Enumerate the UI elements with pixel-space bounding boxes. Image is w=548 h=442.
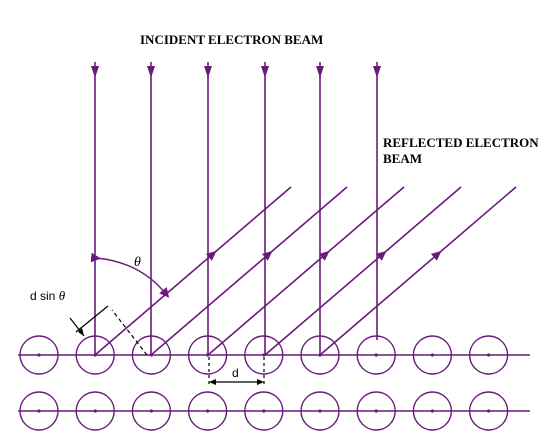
lattice-atom-center: [318, 409, 322, 413]
lattice-atom: [300, 391, 340, 431]
reflected-beam: [94, 186, 292, 356]
lattice-atom: [356, 335, 396, 375]
path-difference-perpendicular: [75, 305, 109, 333]
lattice-atom-center: [149, 353, 153, 357]
path-difference-dashed-line: [111, 309, 148, 356]
lattice-atom: [244, 335, 284, 375]
reflected-beam: [150, 186, 348, 356]
lattice-atom-center: [93, 409, 97, 413]
lattice-atom: [187, 335, 228, 375]
lattice-atom: [356, 391, 396, 431]
reflected-beam-arrowhead: [375, 250, 387, 261]
theta-label: θ: [134, 255, 141, 270]
lattice-atom: [19, 335, 59, 375]
lattice-atom: [468, 335, 509, 375]
dsin-pointer-arrowhead: [78, 328, 84, 336]
reflected-beam-arrowhead: [261, 250, 273, 261]
reflected-beam-arrowhead: [205, 250, 217, 261]
lattice-atom: [412, 391, 453, 431]
incident-beams: [91, 62, 381, 355]
lattice-atom-center: [374, 409, 378, 413]
lattice-atom: [19, 391, 59, 431]
incident-beam-arrowhead: [91, 66, 99, 78]
lattice-atom: [412, 335, 453, 375]
lattice-atom-center: [149, 409, 153, 413]
lattice-atom-center: [37, 353, 41, 357]
lattice-atom: [131, 391, 172, 431]
incident-beam-arrowhead: [261, 66, 269, 78]
lattice-atom: [244, 391, 284, 431]
reflected-beam: [207, 186, 405, 356]
lattice-atom-center: [487, 353, 491, 357]
spacing-label: d: [232, 366, 239, 380]
lattice-atom-center: [93, 353, 97, 357]
reflected-beam-arrowhead: [430, 250, 442, 261]
lattice-atom: [300, 335, 340, 375]
reflected-beam: [264, 186, 462, 356]
theta-angle-arc: [90, 252, 170, 298]
reflected-beam-label-line1: REFLECTED ELECTRON: [383, 135, 539, 150]
incident-beam-arrowhead: [204, 66, 212, 78]
incident-beam-arrowhead: [316, 66, 324, 78]
lattice-atom-center: [206, 409, 210, 413]
dsin-theta-label: d sin θ: [30, 288, 66, 303]
spacing-arrow-right: [257, 379, 264, 385]
reflected-beam-label-line2: BEAM: [383, 151, 422, 166]
reflected-beams: [94, 186, 517, 356]
lattice-atom-center: [37, 409, 41, 413]
lattice-atom-center: [206, 353, 210, 357]
lattice-atom-center: [487, 409, 491, 413]
lattice-atom: [187, 391, 228, 431]
incident-beam-arrowhead: [373, 66, 381, 78]
lattice-atom-center: [430, 353, 434, 357]
incident-beam-arrowhead: [147, 66, 155, 78]
lattice-atom-center: [318, 353, 322, 357]
lattice-atom-center: [262, 409, 266, 413]
incident-beam-label: INCIDENT ELECTRON BEAM: [140, 32, 323, 47]
reflected-beam: [319, 186, 517, 356]
lattice-atom-center: [430, 409, 434, 413]
spacing-arrow-left: [209, 379, 216, 385]
lattice-atom-center: [374, 353, 378, 357]
lattice-atom: [131, 335, 172, 375]
lattice-atom-center: [262, 353, 266, 357]
lattice-atom: [75, 391, 115, 431]
crystal-lattice: [18, 335, 530, 431]
reflected-beam-arrowhead: [318, 250, 330, 261]
lattice-atom: [75, 335, 115, 375]
lattice-atom: [468, 391, 509, 431]
